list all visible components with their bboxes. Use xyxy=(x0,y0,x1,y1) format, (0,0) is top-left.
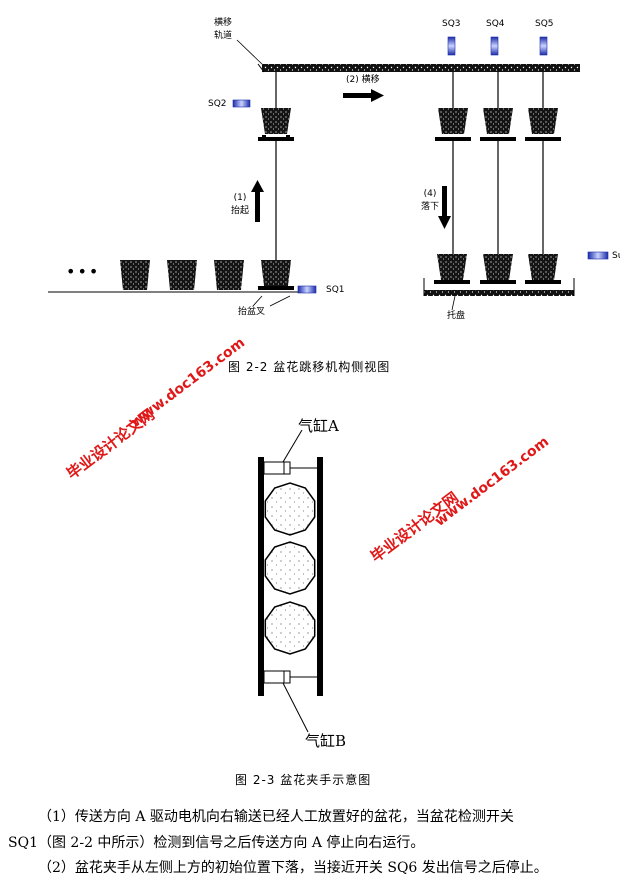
watermark-name-1: 毕业设计论文网 xyxy=(63,405,158,483)
traverse-rail xyxy=(262,64,580,72)
cylinder-b xyxy=(263,670,287,684)
track-label: 横移 轨道 xyxy=(214,18,233,41)
lift-fork-label: 抬盆叉 xyxy=(238,307,266,317)
sensor-sq4 xyxy=(490,36,499,56)
pot-topview-3 xyxy=(264,601,316,655)
cylinder-a xyxy=(263,461,287,475)
sq4-label: SQ4 xyxy=(486,19,505,29)
sq3-label: SQ3 xyxy=(442,19,461,29)
lifted-pot-3 xyxy=(525,108,561,141)
paragraph-1: （1）传送方向 A 驱动电机向右输送已经人工放置好的盆花，当盆花检测开关 xyxy=(38,809,514,825)
sq6-label-partial: Su xyxy=(612,251,620,261)
sensor-sq1 xyxy=(297,285,317,294)
pot-tray-2 xyxy=(480,254,516,284)
lifted-pot-1 xyxy=(435,108,471,141)
clamp-left-rail xyxy=(258,457,264,696)
arrow-up-lift xyxy=(251,180,264,222)
paragraph-1-cont: SQ1（图 2-2 中所示）检测到信号之后传送方向 A 停止向右运行。 xyxy=(8,835,425,851)
pot-conveyor-3 xyxy=(214,260,244,290)
sensor-sq6 xyxy=(587,251,609,260)
pot-tray-1 xyxy=(434,254,470,284)
pot-conveyor-4 xyxy=(258,260,294,290)
more-pots-ellipsis: ••• xyxy=(66,262,101,281)
figure-2-2-caption: 图 2-2 盆花跳移机构侧视图 xyxy=(228,360,391,374)
arrow-right-traverse xyxy=(343,89,384,102)
arrow-down-lower xyxy=(438,186,451,229)
step4-label: (4) 落下 xyxy=(421,189,440,212)
pot-topview-1 xyxy=(264,482,316,536)
paragraph-2: （2）盆花夹手从左侧上方的初始位置下落，当接近开关 SQ6 发出信号之后停止。 xyxy=(38,860,548,876)
figure-2-2-diagram xyxy=(48,36,609,311)
sq2-label: SQ2 xyxy=(208,99,227,109)
track-leader xyxy=(236,39,265,67)
sensor-sq3 xyxy=(447,36,456,56)
watermark-name-2: 毕业设计论文网 xyxy=(367,488,462,566)
step2-label: (2) 横移 xyxy=(346,75,380,85)
lifted-pot-2 xyxy=(480,108,516,141)
lifted-pot-left xyxy=(258,108,294,141)
pot-conveyor-2 xyxy=(167,260,197,290)
pot-conveyor-1 xyxy=(120,260,150,290)
cylinder-b-label: 气缸B xyxy=(305,732,347,750)
watermark-site-2: www.doc163.com xyxy=(432,433,553,530)
pot-topview-2 xyxy=(264,541,316,595)
cylinder-a-label: 气缸A xyxy=(298,417,339,435)
step1-label: (1) 抬起 xyxy=(231,193,250,216)
sensor-sq5 xyxy=(539,36,548,56)
figure-2-3-caption: 图 2-3 盆花夹手示意图 xyxy=(235,773,372,787)
sq5-label: SQ5 xyxy=(535,19,554,29)
tray-label: 托盘 xyxy=(447,311,466,321)
tray xyxy=(424,290,574,296)
sq1-label: SQ1 xyxy=(326,285,345,295)
clamp-right-rail xyxy=(317,457,323,696)
pot-tray-3 xyxy=(525,254,561,284)
sensor-sq2 xyxy=(232,99,251,108)
